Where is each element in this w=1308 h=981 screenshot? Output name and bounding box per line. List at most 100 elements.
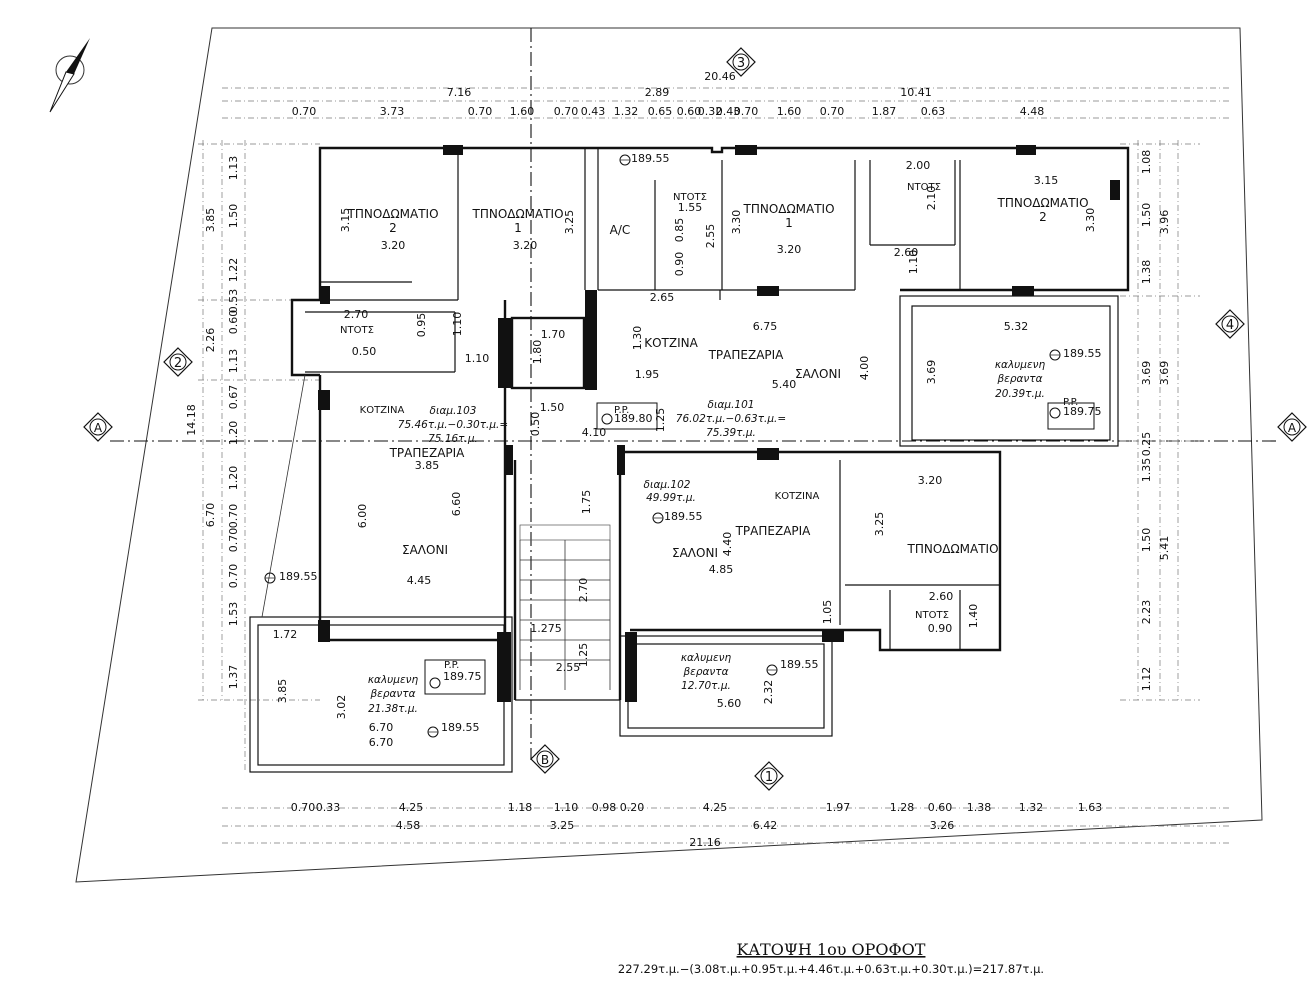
svg-text:5.40: 5.40	[772, 378, 797, 391]
svg-text:2.65: 2.65	[650, 291, 675, 304]
dimensions-interior: 3.15 3.20 3.20 3.25 2.55 1.55 0.85 0.90 …	[273, 159, 1097, 749]
room-dining-west: ΤΡΑΠΕΖΑΡΙΑ	[389, 446, 466, 460]
svg-text:1.95: 1.95	[635, 368, 660, 381]
svg-text:0.70: 0.70	[227, 504, 240, 529]
apt-101-formula: 76.02τ.μ.−0.63τ.μ.=	[676, 413, 786, 425]
room-dining-south: ΤΡΑΠΕΖΑΡΙΑ	[735, 524, 812, 538]
svg-text:1.30: 1.30	[631, 326, 644, 351]
svg-text:2.55: 2.55	[556, 661, 581, 674]
svg-text:10.41: 10.41	[900, 86, 932, 99]
svg-text:1.10: 1.10	[465, 352, 490, 365]
svg-text:0.70: 0.70	[820, 105, 845, 118]
svg-text:3.20: 3.20	[513, 239, 538, 252]
svg-text:2.00: 2.00	[906, 159, 931, 172]
svg-text:1.275: 1.275	[530, 622, 562, 635]
svg-text:3.85: 3.85	[204, 208, 217, 233]
svg-text:3.20: 3.20	[918, 474, 943, 487]
level-markers: 189.55 189.55 P.P. 189.75 P.P. 189.80 18…	[264, 152, 1102, 738]
dimension-lines	[198, 87, 1230, 844]
dimensions-left: 14.18 3.85 2.26 6.70 1.13 1.50 1.22 0.53…	[185, 156, 240, 690]
svg-text:3.20: 3.20	[777, 243, 802, 256]
svg-text:0.98: 0.98	[592, 801, 617, 814]
grid-marker-4: 4	[1215, 309, 1245, 339]
svg-text:3.30: 3.30	[1084, 208, 1097, 233]
room-kitchen-west: ΚΟΤΖΙΝΑ	[360, 405, 405, 416]
svg-text:1.38: 1.38	[1140, 260, 1153, 285]
grid-marker-2: 2	[163, 347, 193, 377]
svg-text:0.70: 0.70	[291, 801, 316, 814]
room-kitchen-north: ΚΟΤΖΙΝΑ	[644, 336, 698, 350]
svg-text:0.20: 0.20	[620, 801, 645, 814]
grid-marker-a-left: A	[83, 412, 113, 442]
svg-text:A: A	[94, 421, 103, 435]
svg-text:189.55: 189.55	[279, 570, 318, 583]
svg-text:1.10: 1.10	[907, 250, 920, 275]
svg-text:1.37: 1.37	[227, 665, 240, 690]
svg-text:0.70: 0.70	[227, 528, 240, 553]
svg-text:P.P.: P.P.	[614, 405, 629, 416]
apt-103-area: 75.16τ.μ.	[428, 433, 478, 445]
svg-text:1.63: 1.63	[1078, 801, 1103, 814]
svg-text:2.70: 2.70	[577, 578, 590, 603]
svg-text:1.13: 1.13	[227, 349, 240, 374]
svg-text:4.25: 4.25	[703, 801, 728, 814]
svg-text:6.75: 6.75	[753, 320, 778, 333]
svg-text:1.28: 1.28	[890, 801, 915, 814]
area-formula: 227.29τ.μ.−(3.08τ.μ.+0.95τ.μ.+4.46τ.μ.+0…	[618, 962, 1044, 976]
svg-text:1.13: 1.13	[227, 156, 240, 181]
svg-text:1.80: 1.80	[531, 340, 544, 365]
svg-text:4.58: 4.58	[396, 819, 421, 832]
room-shower-north: ΝΤΟΤΣ	[673, 192, 707, 203]
apt-103-formula: 75.46τ.μ.−0.30τ.μ.=	[398, 419, 508, 431]
room-living-north: ΣΑΛΟΝΙ	[795, 367, 841, 381]
room-shower-ne: ΝΤΟΤΣ	[907, 182, 941, 193]
svg-text:1.05: 1.05	[821, 600, 834, 625]
svg-text:3.25: 3.25	[550, 819, 575, 832]
svg-text:1.97: 1.97	[826, 801, 851, 814]
svg-text:1.08: 1.08	[1140, 150, 1153, 175]
svg-text:1.10: 1.10	[451, 312, 464, 337]
svg-text:2.70: 2.70	[344, 308, 369, 321]
svg-text:189.55: 189.55	[664, 510, 703, 523]
svg-text:1.20: 1.20	[227, 466, 240, 491]
svg-text:1.70: 1.70	[541, 328, 566, 341]
plot-boundary	[75, 27, 1263, 883]
svg-text:4.40: 4.40	[721, 532, 734, 557]
svg-text:B: B	[541, 753, 549, 767]
svg-text:1.75: 1.75	[580, 490, 593, 515]
svg-text:2.23: 2.23	[1140, 600, 1153, 625]
svg-text:2.10: 2.10	[925, 186, 938, 211]
svg-text:0.85: 0.85	[673, 218, 686, 243]
svg-text:P.P.: P.P.	[1063, 397, 1078, 408]
svg-text:6.70: 6.70	[369, 721, 394, 734]
svg-text:6.00: 6.00	[356, 504, 369, 529]
svg-text:1.50: 1.50	[540, 401, 565, 414]
svg-text:1.87: 1.87	[872, 105, 897, 118]
svg-text:1.72: 1.72	[273, 628, 298, 641]
svg-text:3.96: 3.96	[1158, 210, 1171, 235]
svg-text:7.16: 7.16	[447, 86, 472, 99]
svg-text:1.40: 1.40	[967, 604, 980, 629]
room-bedroom-south: ΤΠΝΟΔΩΜΑΤΙΟ	[906, 542, 998, 556]
svg-text:3.85: 3.85	[276, 679, 289, 704]
svg-text:4.25: 4.25	[399, 801, 424, 814]
svg-text:0.70: 0.70	[468, 105, 493, 118]
svg-text:3.73: 3.73	[380, 105, 405, 118]
svg-text:189.75: 189.75	[443, 670, 482, 683]
svg-text:4.45: 4.45	[407, 574, 432, 587]
svg-text:0.50: 0.50	[352, 345, 377, 358]
svg-text:3.15: 3.15	[339, 208, 352, 233]
svg-text:0.53: 0.53	[227, 289, 240, 314]
svg-text:6.42: 6.42	[753, 819, 778, 832]
svg-text:3.85: 3.85	[415, 459, 440, 472]
svg-text:189.55: 189.55	[1063, 347, 1102, 360]
svg-text:0.90: 0.90	[928, 622, 953, 635]
grid-marker-a-right: A	[1277, 412, 1307, 442]
